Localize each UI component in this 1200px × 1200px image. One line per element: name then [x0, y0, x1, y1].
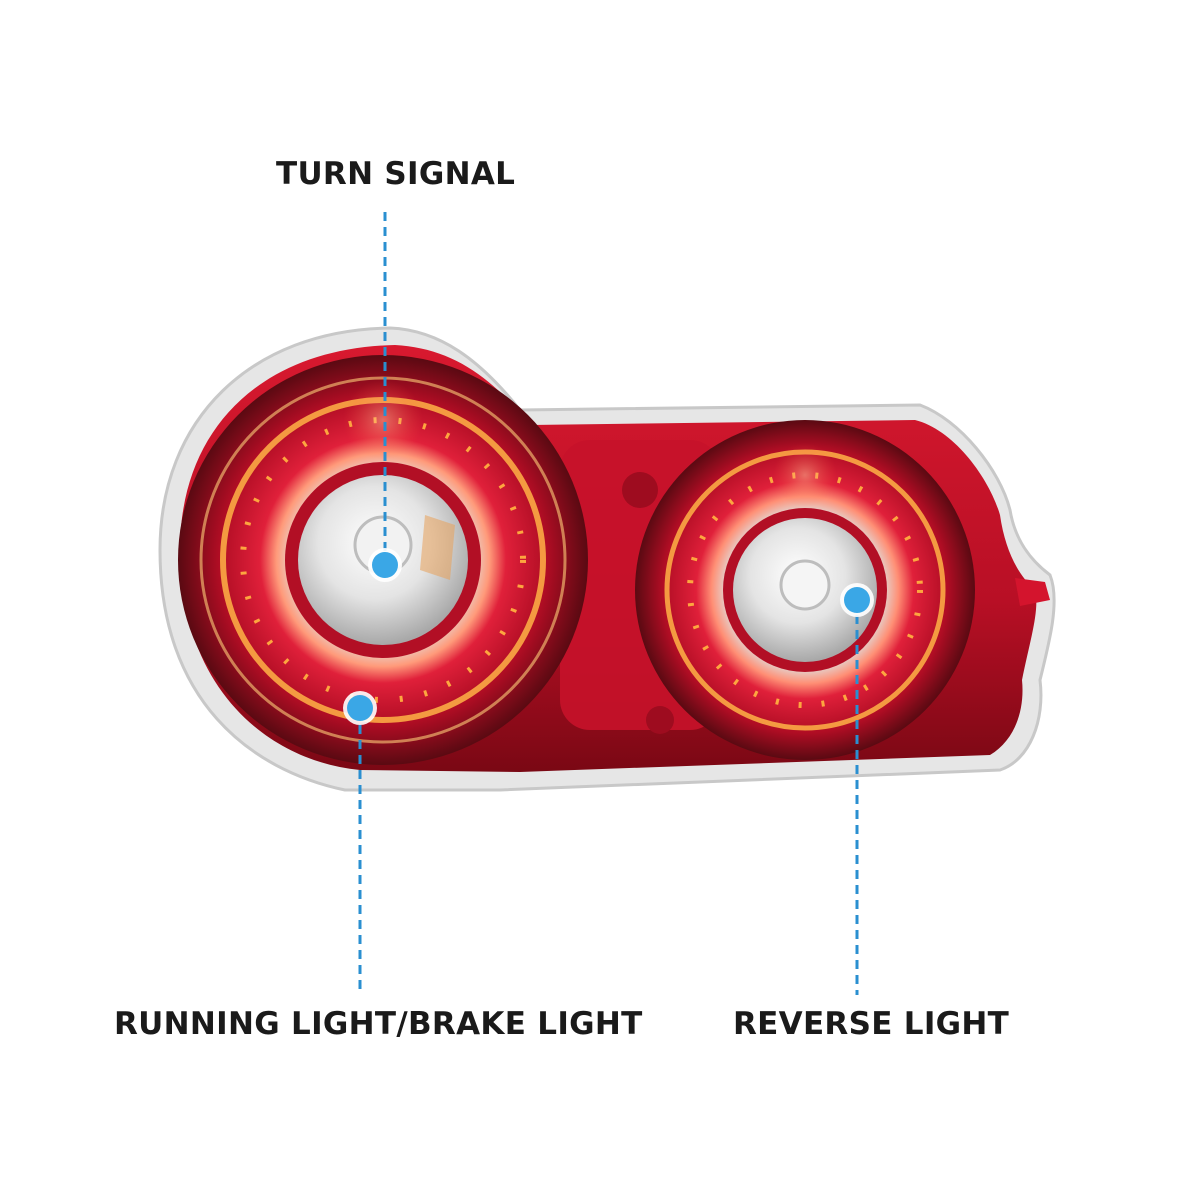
side-marker — [1015, 578, 1050, 606]
right-lens-bulb — [779, 559, 831, 611]
right-glow — [773, 443, 837, 507]
callout-marker-reverse-icon — [840, 583, 874, 617]
left-ring-halo-outer — [199, 376, 567, 744]
callout-marker-turn-signal-icon — [368, 548, 402, 582]
callout-marker-running-brake-icon — [343, 691, 377, 725]
right-ring-leds — [687, 472, 923, 708]
reverse-light-label: REVERSE LIGHT — [733, 1006, 1010, 1042]
center-reflector-top — [622, 472, 658, 508]
left-lens-amber — [420, 515, 455, 580]
left-glow — [343, 380, 423, 460]
left-ring-leds — [240, 417, 526, 703]
running-brake-light-label: RUNNING LIGHT/BRAKE LIGHT — [114, 1006, 643, 1042]
center-reflector-bottom — [646, 706, 674, 734]
turn-signal-label: TURN SIGNAL — [276, 156, 516, 192]
